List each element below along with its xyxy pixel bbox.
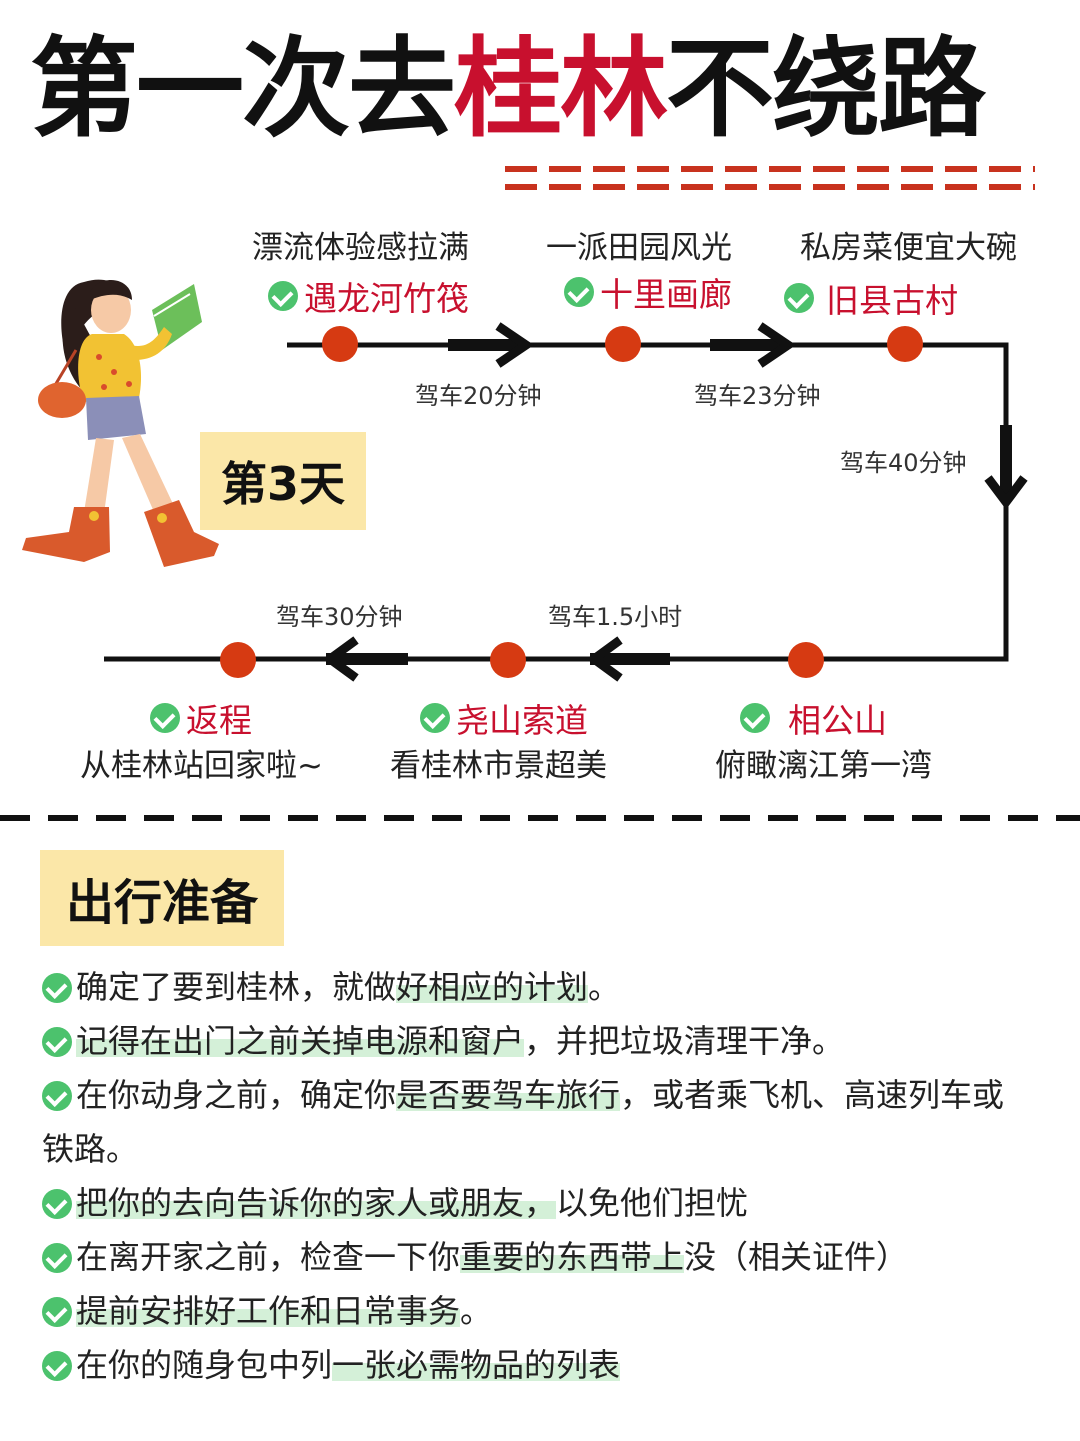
- title-part2: 不绕路: [666, 27, 986, 152]
- check-icon: [42, 1297, 72, 1327]
- title-highlight: 桂林: [454, 27, 668, 152]
- item-text: 以免他们担忧: [556, 1184, 749, 1222]
- list-item: 把你的去向告诉你的家人或朋友，以免他们担忧: [42, 1176, 1032, 1230]
- list-item: 在你的随身包中列一张必需物品的列表: [42, 1338, 1032, 1392]
- item-text: 在你动身之前，确定你: [76, 1076, 397, 1114]
- check-icon: [42, 1351, 72, 1381]
- item-text: 没（相关证件）: [684, 1238, 909, 1276]
- item-text: ，并把垃圾清理干净。: [524, 1022, 845, 1060]
- item-text: 。: [588, 968, 621, 1006]
- stop-place: 相公山: [740, 694, 887, 742]
- stop-desc: 私房菜便宜大碗: [800, 230, 1017, 266]
- stop-place: 返程: [150, 694, 252, 742]
- check-icon: [42, 1027, 72, 1057]
- section-divider: [0, 815, 1080, 821]
- drive-time: 驾车30分钟: [276, 603, 403, 631]
- stop-desc: 看桂林市景超美: [390, 748, 607, 784]
- arrow-right-icon: [448, 322, 535, 368]
- item-highlight: 一张必需物品的列表: [332, 1346, 621, 1384]
- route-diagram: [104, 322, 1028, 682]
- check-icon: [784, 283, 814, 313]
- item-highlight: 好相应的计划: [396, 968, 589, 1006]
- day-badge: 第3天: [200, 432, 366, 530]
- stop-dot: [490, 642, 526, 678]
- stop-place-label: 相公山: [788, 701, 887, 740]
- check-icon: [268, 281, 298, 311]
- stop-place-label: 尧山索道: [456, 701, 588, 740]
- item-text: 在离开家之前，检查一下你: [76, 1238, 461, 1276]
- check-icon: [42, 1243, 72, 1273]
- title-part1: 第一次去: [30, 27, 456, 152]
- check-icon: [420, 703, 450, 733]
- stop-desc: 漂流体验感拉满: [252, 230, 469, 266]
- prep-list: 确定了要到桂林，就做好相应的计划。 记得在出门之前关掉电源和窗户，并把垃圾清理干…: [42, 960, 1032, 1392]
- list-item: 记得在出门之前关掉电源和窗户，并把垃圾清理干净。: [42, 1014, 1032, 1068]
- drive-time: 驾车40分钟: [840, 449, 967, 477]
- prep-title: 出行准备: [40, 850, 284, 946]
- drive-time: 驾车20分钟: [415, 382, 542, 410]
- item-highlight: 重要的东西带上: [460, 1238, 685, 1276]
- list-item: 提前安排好工作和日常事务。: [42, 1284, 1032, 1338]
- list-item: 确定了要到桂林，就做好相应的计划。: [42, 960, 1032, 1014]
- stop-place-label: 十里画廊: [600, 275, 732, 314]
- stop-dot: [788, 642, 824, 678]
- check-icon: [42, 1189, 72, 1219]
- arrow-down-icon: [984, 425, 1028, 510]
- stop-place-label: 返程: [186, 701, 252, 740]
- check-icon: [150, 703, 180, 733]
- arrow-right-icon: [710, 322, 797, 368]
- arrow-left-icon: [322, 636, 408, 682]
- list-item: 在离开家之前，检查一下你重要的东西带上没（相关证件）: [42, 1230, 1032, 1284]
- girl-reading-illustration: [22, 279, 219, 567]
- item-text: ，或者乘飞机、高速列车或铁路。: [42, 1076, 1005, 1168]
- item-text: 。: [460, 1292, 493, 1330]
- drive-time: 驾车23分钟: [694, 382, 821, 410]
- title-underline-dashes-2: [505, 184, 1035, 190]
- arrow-left-icon: [586, 636, 670, 682]
- stop-desc: 从桂林站回家啦~: [80, 748, 323, 784]
- item-text: 在你的随身包中列: [76, 1346, 333, 1384]
- stop-place: 旧县古村: [784, 274, 958, 322]
- drive-time: 驾车1.5小时: [548, 603, 683, 631]
- page-title: 第一次去桂林不绕路: [30, 20, 1050, 160]
- title-underline-dashes-1: [505, 166, 1035, 172]
- item-highlight: 是否要驾车旅行: [396, 1076, 621, 1114]
- stop-dot: [605, 326, 641, 362]
- check-icon: [42, 973, 72, 1003]
- stop-place-label: 遇龙河竹筏: [304, 279, 469, 318]
- item-highlight: 记得在出门之前关掉电源和窗户: [76, 1022, 525, 1060]
- stop-dot: [887, 326, 923, 362]
- check-icon: [42, 1081, 72, 1111]
- stop-place: 尧山索道: [420, 694, 588, 742]
- stop-desc: 一派田园风光: [546, 230, 732, 266]
- stop-dot: [220, 642, 256, 678]
- stop-desc: 俯瞰漓江第一湾: [715, 748, 932, 784]
- list-item: 在你动身之前，确定你是否要驾车旅行，或者乘飞机、高速列车或铁路。: [42, 1068, 1032, 1176]
- stop-place-label: 旧县古村: [826, 281, 958, 320]
- stop-place: 十里画廊: [564, 268, 732, 316]
- item-highlight: 把你的去向告诉你的家人或朋友，: [76, 1184, 557, 1222]
- item-highlight: 提前安排好工作和日常事务: [76, 1292, 461, 1330]
- check-icon: [740, 703, 770, 733]
- stop-dot: [322, 326, 358, 362]
- check-icon: [564, 277, 594, 307]
- stop-place: 遇龙河竹筏: [268, 272, 469, 320]
- item-text: 确定了要到桂林，就做: [76, 968, 397, 1006]
